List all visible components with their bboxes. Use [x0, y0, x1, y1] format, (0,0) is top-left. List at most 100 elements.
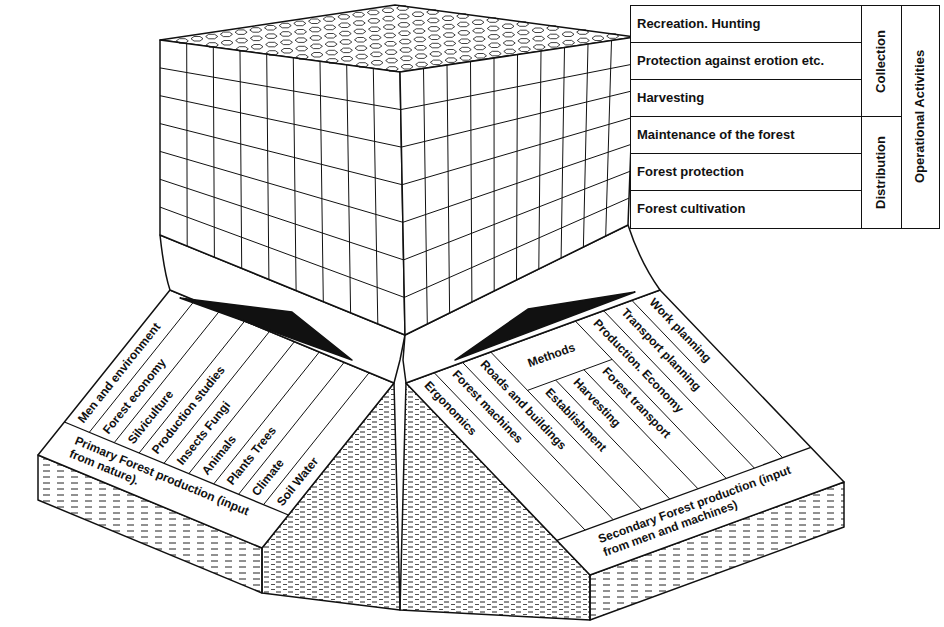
caption-text: Secondary Forest production (input from …	[597, 462, 804, 560]
honeycomb-cell	[415, 54, 427, 59]
honeycomb-cell	[339, 31, 351, 36]
grid-line	[189, 342, 295, 474]
honeycomb-cell	[311, 53, 323, 58]
honeycomb-cell	[427, 10, 439, 15]
honeycomb-cell	[442, 16, 454, 21]
honeycomb-cell	[221, 41, 233, 46]
honeycomb-cell	[235, 30, 247, 35]
honeycomb-cell	[429, 35, 441, 40]
honeycomb-cell	[355, 38, 367, 43]
honeycomb-cell	[371, 61, 383, 66]
cube-right-face	[400, 37, 635, 335]
grid-line	[186, 44, 188, 247]
honeycomb-cell	[340, 48, 352, 53]
honeycomb-cell	[206, 43, 218, 48]
honeycomb-cell	[368, 19, 380, 24]
honeycomb-cell	[547, 34, 559, 39]
honeycomb-cell	[326, 50, 338, 55]
honeycomb-cell	[265, 34, 277, 39]
grid-line	[539, 51, 541, 269]
honeycomb-cell	[400, 48, 412, 53]
grid-line	[160, 179, 404, 260]
honeycomb-cell	[341, 57, 353, 62]
honeycomb-cell	[370, 52, 382, 57]
honeycomb-cell	[428, 27, 440, 32]
activity-row: Forest protection	[630, 153, 862, 192]
honeycomb-cell	[295, 38, 307, 43]
honeycomb-cell	[385, 50, 397, 55]
honeycomb-cell	[413, 29, 425, 34]
honeycomb-cell	[265, 26, 277, 31]
honeycomb-cell	[386, 58, 398, 63]
honeycomb-cell	[413, 20, 425, 25]
node-text: Maintenance of the forest	[637, 128, 794, 143]
grid-line	[471, 62, 472, 303]
grid-line	[264, 373, 370, 505]
honeycomb-cell	[280, 32, 292, 37]
honeycomb-cell	[547, 26, 559, 31]
honeycomb-cell	[369, 35, 381, 40]
honeycomb-cell	[533, 45, 545, 50]
honeycomb-cell	[399, 31, 411, 36]
activity-row: Recreation. Hunting	[630, 5, 862, 44]
grid-line	[160, 207, 404, 297]
honeycomb-cell	[383, 16, 395, 21]
honeycomb-cell	[325, 42, 337, 47]
honeycomb-cell	[502, 24, 514, 29]
honeycomb-cell	[176, 39, 188, 44]
honeycomb-cell	[517, 22, 529, 27]
honeycomb-cell	[415, 46, 427, 51]
honeycomb-cell	[236, 38, 248, 43]
honeycomb-cell	[295, 30, 307, 35]
node-text: Operational Activities	[913, 50, 928, 183]
column-label: Forest transport	[599, 366, 673, 442]
honeycomb-cell	[356, 54, 368, 59]
honeycomb-cell	[206, 34, 218, 39]
honeycomb-cell	[430, 52, 442, 57]
bracket-box: Operational Activities	[901, 5, 940, 229]
column-label: Forest machines	[449, 368, 525, 446]
grid-line	[403, 144, 631, 222]
honeycomb-cell	[356, 63, 368, 67]
honeycomb-cell	[430, 60, 442, 65]
honeycomb-cell	[444, 41, 456, 46]
grid-line	[160, 151, 403, 222]
honeycomb-cell	[384, 33, 396, 38]
grid-line	[401, 64, 634, 110]
honeycomb-cell	[309, 19, 321, 24]
honeycomb-cell	[367, 10, 379, 15]
grid-line	[556, 380, 670, 499]
honeycomb-cell	[385, 42, 397, 47]
honeycomb-cell	[398, 23, 410, 28]
bracket-box: Distribution	[861, 116, 903, 229]
honeycomb-cell	[457, 14, 469, 18]
honeycomb-cell	[325, 34, 337, 39]
column-label: Methods	[526, 341, 577, 371]
honeycomb-cell	[369, 27, 381, 32]
honeycomb-cell	[412, 12, 424, 17]
honeycomb-cell	[473, 37, 485, 42]
honeycomb-cell	[503, 41, 515, 46]
honeycomb-cell	[281, 49, 293, 54]
grid-line	[402, 118, 632, 185]
honeycomb-cell	[326, 59, 338, 64]
grid-line	[404, 171, 630, 260]
honeycomb-cell	[353, 21, 365, 26]
node-text: Harvesting	[637, 91, 704, 106]
honeycomb-cell	[562, 32, 574, 37]
honeycomb-cell	[563, 40, 575, 45]
honeycomb-cell	[503, 32, 515, 37]
honeycomb-cell	[266, 42, 278, 47]
honeycomb-cell	[266, 51, 278, 56]
honeycomb-cell	[474, 45, 486, 50]
honeycomb-cell	[323, 17, 335, 22]
honeycomb-cell	[445, 58, 457, 63]
node-text: Protection against erotion etc.	[637, 54, 824, 69]
honeycomb-cell	[382, 8, 394, 13]
honeycomb-cell	[459, 39, 471, 44]
honeycomb-cell	[296, 55, 308, 60]
grid-line	[404, 198, 629, 297]
activity-row: Forest cultivation	[630, 190, 862, 229]
grid-line	[373, 68, 378, 324]
honeycomb-cell	[355, 46, 367, 51]
